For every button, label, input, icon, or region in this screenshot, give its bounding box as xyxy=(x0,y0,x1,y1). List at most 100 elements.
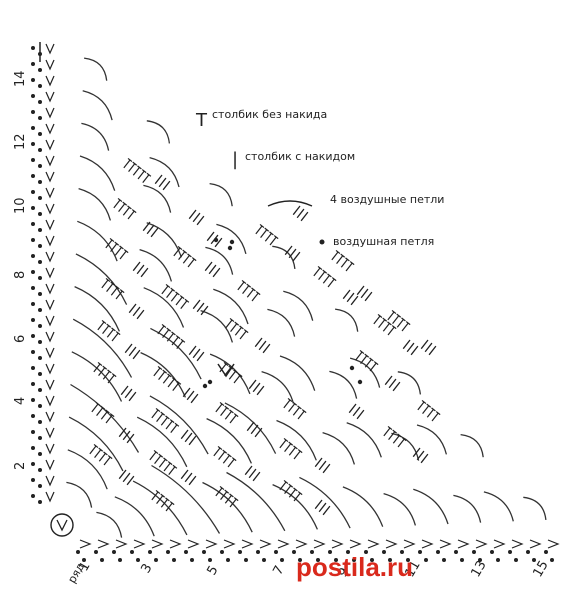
chain-dot xyxy=(238,550,242,554)
tr-stitch xyxy=(346,292,355,303)
dc-stitch xyxy=(219,363,227,373)
chain-arc xyxy=(70,383,140,453)
dc-stitch-top xyxy=(177,245,183,251)
dc-stitch xyxy=(392,435,400,444)
dc-stitch-top xyxy=(176,380,182,385)
dc-stitch xyxy=(176,340,184,350)
v-stitch xyxy=(45,299,55,311)
v-stitch xyxy=(45,75,55,87)
chain-dot xyxy=(38,244,42,248)
chain-dot xyxy=(544,550,548,554)
dc-stitch xyxy=(396,319,404,328)
dc-stitch-top xyxy=(106,323,112,328)
dc-stitch-top xyxy=(392,429,398,434)
dc-group xyxy=(279,437,303,460)
v-stitch xyxy=(45,139,55,151)
tr-stitch xyxy=(182,387,191,398)
v-stitch xyxy=(45,427,55,439)
dc-stitch xyxy=(220,407,228,416)
chain-dot xyxy=(38,404,42,408)
chain-arc xyxy=(140,352,186,398)
dc-stitch xyxy=(224,495,232,504)
dc-stitch-top xyxy=(243,329,249,334)
chain-dot xyxy=(31,382,35,386)
dc-group xyxy=(153,365,182,392)
dc-stitch-top xyxy=(217,445,223,451)
dc-group xyxy=(89,443,113,466)
chain-dot xyxy=(357,379,363,385)
dc-stitch-top xyxy=(405,321,411,326)
chain-dot xyxy=(298,558,302,562)
dc-stitch-top xyxy=(157,365,163,371)
chain-arc xyxy=(71,351,123,402)
dc-stitch xyxy=(392,315,400,324)
chain-arc xyxy=(132,480,188,536)
tr-group xyxy=(180,429,197,446)
chain-dots xyxy=(31,46,554,562)
dc-group xyxy=(215,485,239,508)
chain-dot xyxy=(38,340,42,344)
chain-dot xyxy=(100,558,104,562)
tr-stitch xyxy=(292,205,301,216)
dc-stitch-top xyxy=(171,331,176,336)
dc-stitch-top xyxy=(369,357,374,362)
chain-dot xyxy=(227,245,233,251)
dc-stitch-top xyxy=(391,325,397,330)
chain-arc xyxy=(67,449,108,490)
tr-stitch xyxy=(300,211,309,222)
row-number: 12 xyxy=(13,133,28,150)
tr-stitch xyxy=(128,391,137,402)
dc-stitch-top xyxy=(297,491,303,496)
dc-group xyxy=(237,279,261,302)
dc-stitch xyxy=(161,285,169,295)
v-stitch xyxy=(277,539,290,549)
v-stitch xyxy=(45,331,55,343)
tr-stitch xyxy=(424,342,433,353)
chain-dot xyxy=(207,379,213,385)
dc-stitch-top xyxy=(187,253,192,258)
tr-stitch xyxy=(126,433,135,444)
dc-stitch xyxy=(160,499,168,508)
row-number: 13 xyxy=(468,558,489,580)
dc-stitch xyxy=(182,255,190,264)
tr-stitch xyxy=(428,345,437,356)
v-stitch xyxy=(45,235,55,247)
dc-stitch xyxy=(98,453,106,462)
dc-stitch xyxy=(431,412,439,422)
dc-stitch xyxy=(340,259,348,268)
dc-stitch xyxy=(242,285,250,294)
tr-group xyxy=(356,285,373,302)
chain-dot xyxy=(370,558,374,562)
dc-stitch xyxy=(173,247,181,257)
dc-stitch-top xyxy=(111,373,117,378)
dc-stitch xyxy=(293,492,301,502)
chain-dot xyxy=(31,446,35,450)
chain-dot xyxy=(38,180,42,184)
tr-stitch xyxy=(200,305,209,316)
chain-dot xyxy=(38,276,42,280)
dc-stitch-top xyxy=(182,249,188,254)
tr-stitch xyxy=(186,390,195,401)
dc-stitch-top xyxy=(179,295,185,300)
chain-dot xyxy=(418,550,422,554)
tr-group xyxy=(124,343,141,360)
dc-stitch-top xyxy=(160,493,166,498)
tr-stitch xyxy=(288,248,297,259)
chain-dot xyxy=(118,558,122,562)
dc-stitch-top xyxy=(98,447,104,452)
chain-dot xyxy=(76,550,80,554)
dc-stitch-top xyxy=(111,327,116,332)
row-number: 3 xyxy=(138,561,155,576)
dc-stitch-top xyxy=(227,453,232,458)
v-stitch xyxy=(457,539,470,549)
chain-dot xyxy=(262,558,266,562)
tr-stitch xyxy=(184,472,193,483)
dc-stitch xyxy=(123,159,131,169)
dc-stitch-top xyxy=(222,449,228,454)
legend-chain4-arc xyxy=(267,200,313,207)
dc-stitch xyxy=(151,491,159,501)
dc-stitch-top xyxy=(335,249,341,255)
legend-dc-text: столбик без накида xyxy=(212,108,327,121)
tr-group xyxy=(142,221,159,238)
